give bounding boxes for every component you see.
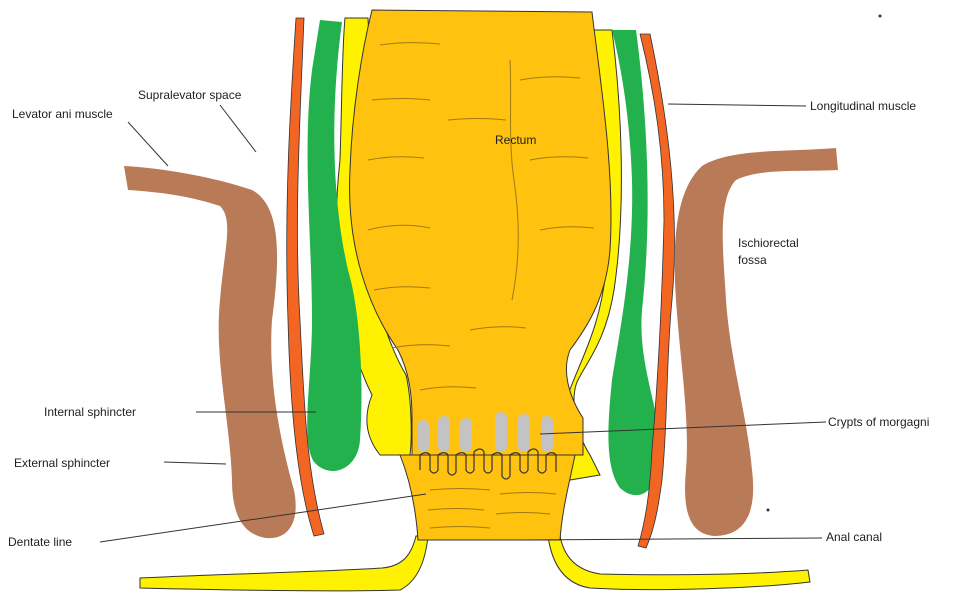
label-ischiorectal-fossa-1: Ischiorectal xyxy=(738,236,799,250)
crypt xyxy=(495,412,507,452)
external-sphincter-left xyxy=(124,166,296,538)
label-longitudinal-muscle: Longitudinal muscle xyxy=(810,99,916,113)
label-supralevator-space: Supralevator space xyxy=(138,88,242,102)
perineal-skin-left xyxy=(140,536,428,591)
crypt xyxy=(460,418,472,452)
perineal-skin-right xyxy=(548,536,810,590)
crypt xyxy=(518,414,530,452)
external-sphincter-right xyxy=(675,148,838,536)
label-levator-ani-muscle: Levator ani muscle xyxy=(12,107,113,121)
label-internal-sphincter: Internal sphincter xyxy=(44,405,136,419)
leader-longitudinal xyxy=(668,104,806,106)
leader-levator-ani xyxy=(128,122,168,166)
anal-canal-body xyxy=(400,455,575,540)
label-crypts-of-morgagni: Crypts of morgagni xyxy=(828,415,929,429)
crypt xyxy=(438,416,450,452)
label-external-sphincter: External sphincter xyxy=(14,456,110,470)
label-rectum: Rectum xyxy=(495,133,536,147)
crypt xyxy=(417,420,429,452)
label-anal-canal: Anal canal xyxy=(826,530,882,544)
stray-dot xyxy=(879,15,882,18)
leader-anal-canal xyxy=(520,538,822,540)
label-ischiorectal-fossa-2: fossa xyxy=(738,253,767,267)
stray-dot xyxy=(767,509,770,512)
leader-supralevator xyxy=(220,105,256,152)
label-dentate-line: Dentate line xyxy=(8,535,72,549)
leader-external-sphincter xyxy=(164,462,226,464)
